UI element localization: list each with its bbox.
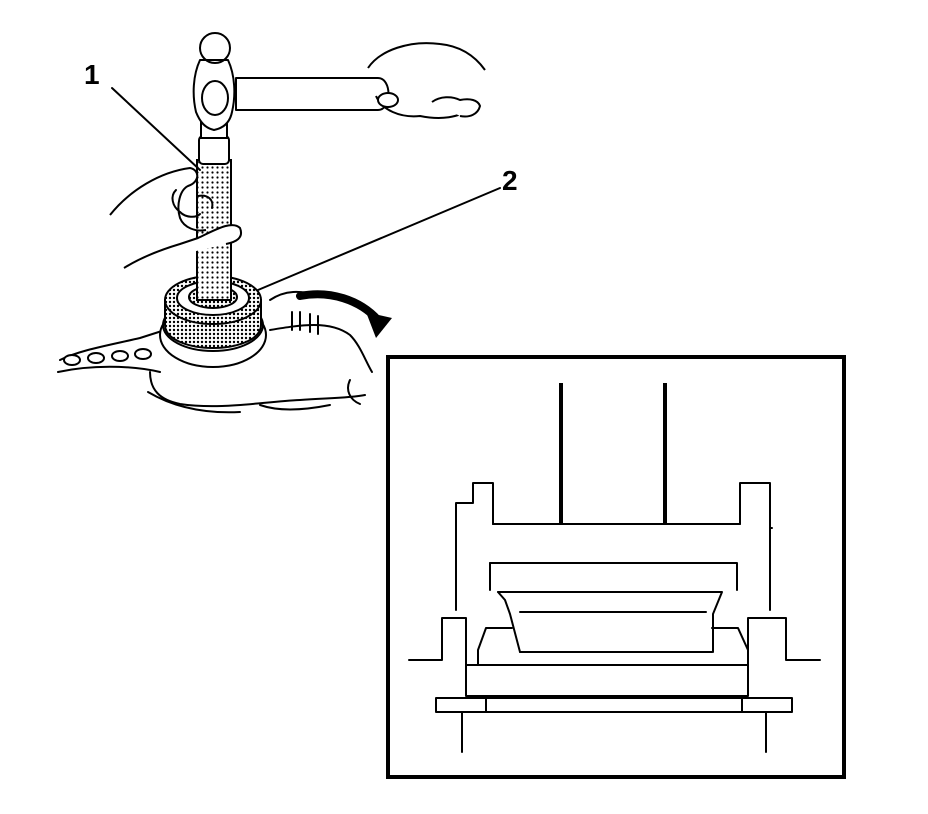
callout-1: 1 — [84, 59, 201, 171]
driver-handle — [196, 119, 232, 301]
callout-1-label: 1 — [84, 59, 100, 90]
detail-arrow — [296, 290, 392, 338]
detail-inset — [386, 355, 846, 779]
hand-upper-right — [367, 42, 486, 119]
hand-left — [109, 167, 242, 269]
transmission-housing — [57, 290, 373, 414]
callout-2: 2 — [257, 165, 518, 291]
hammer — [192, 32, 390, 131]
callout-2-label: 2 — [502, 165, 518, 196]
